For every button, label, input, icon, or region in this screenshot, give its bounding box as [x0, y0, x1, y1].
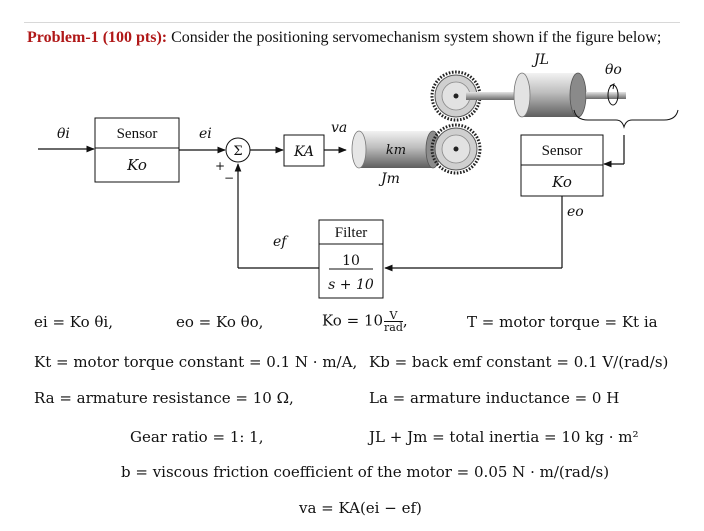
theta-o-label: θo: [605, 62, 622, 78]
motor-cylinder: [351, 130, 450, 169]
plus-sign: +: [215, 159, 225, 173]
jl-label: JL: [531, 52, 549, 68]
sum-symbol: Σ: [233, 144, 242, 159]
eq-kt: Kt = motor torque constant = 0.1 N · m/A…: [34, 353, 358, 371]
gear-bottom: [430, 123, 482, 175]
filter-block: [318, 219, 384, 299]
filter-label: Filter: [335, 225, 368, 241]
sensor2-label: Sensor: [542, 143, 583, 159]
theta-i-label: θi: [57, 126, 70, 142]
eq-ko-tail: ,: [402, 311, 408, 330]
eq-ra: Ra = armature resistance = 10 Ω,: [34, 389, 294, 407]
filter-denominator: s + 10: [328, 277, 374, 293]
problem-statement: Problem-1 (100 pts): Consider the positi…: [27, 29, 661, 47]
ka-label: KA: [293, 144, 314, 160]
eq-friction: b = viscous friction coefficient of the …: [121, 463, 610, 481]
eq-la: La = armature inductance = 0 H: [369, 389, 620, 407]
load-brace: [573, 109, 679, 129]
ef-label: ef: [273, 234, 289, 250]
problem-lead: Problem-1 (100 pts):: [27, 29, 168, 46]
eq-torque: T = motor torque = Kt ia: [467, 313, 658, 331]
eq-gear: Gear ratio = 1: 1,: [130, 428, 264, 446]
eq-ko-left: Ko = 10: [322, 311, 384, 330]
eq-ei: ei = Ko θi,: [34, 313, 113, 331]
va-label: va: [331, 120, 347, 136]
ei-label: ei: [199, 126, 212, 142]
problem-text: Consider the positioning servomechanism …: [167, 29, 662, 46]
rotation-arrow-icon: [607, 83, 619, 106]
sensor1-gain: Ko: [126, 156, 147, 174]
sensor1-label: Sensor: [117, 126, 158, 142]
km-label: km: [386, 143, 406, 158]
minus-sign: −: [224, 171, 234, 185]
sensor2-gain: Ko: [551, 173, 572, 191]
eo-label: eo: [567, 204, 584, 220]
jm-label: Jm: [378, 171, 400, 187]
eq-inertia: JL + Jm = total inertia = 10 kg · m²: [369, 428, 639, 446]
load-inertia: [466, 72, 626, 118]
eq-va: va = KA(ei − ef): [299, 499, 422, 517]
eq-eo: eo = Ko θo,: [176, 313, 264, 331]
eq-ko-den: rad: [384, 321, 403, 334]
amplifier-block: [283, 134, 325, 167]
top-divider: [24, 22, 680, 23]
sensor-block-input: [94, 117, 180, 183]
eq-kb: Kb = back emf constant = 0.1 V/(rad/s): [369, 353, 669, 371]
eq-ko-num: V: [384, 310, 403, 322]
filter-numerator: 10: [342, 253, 360, 269]
